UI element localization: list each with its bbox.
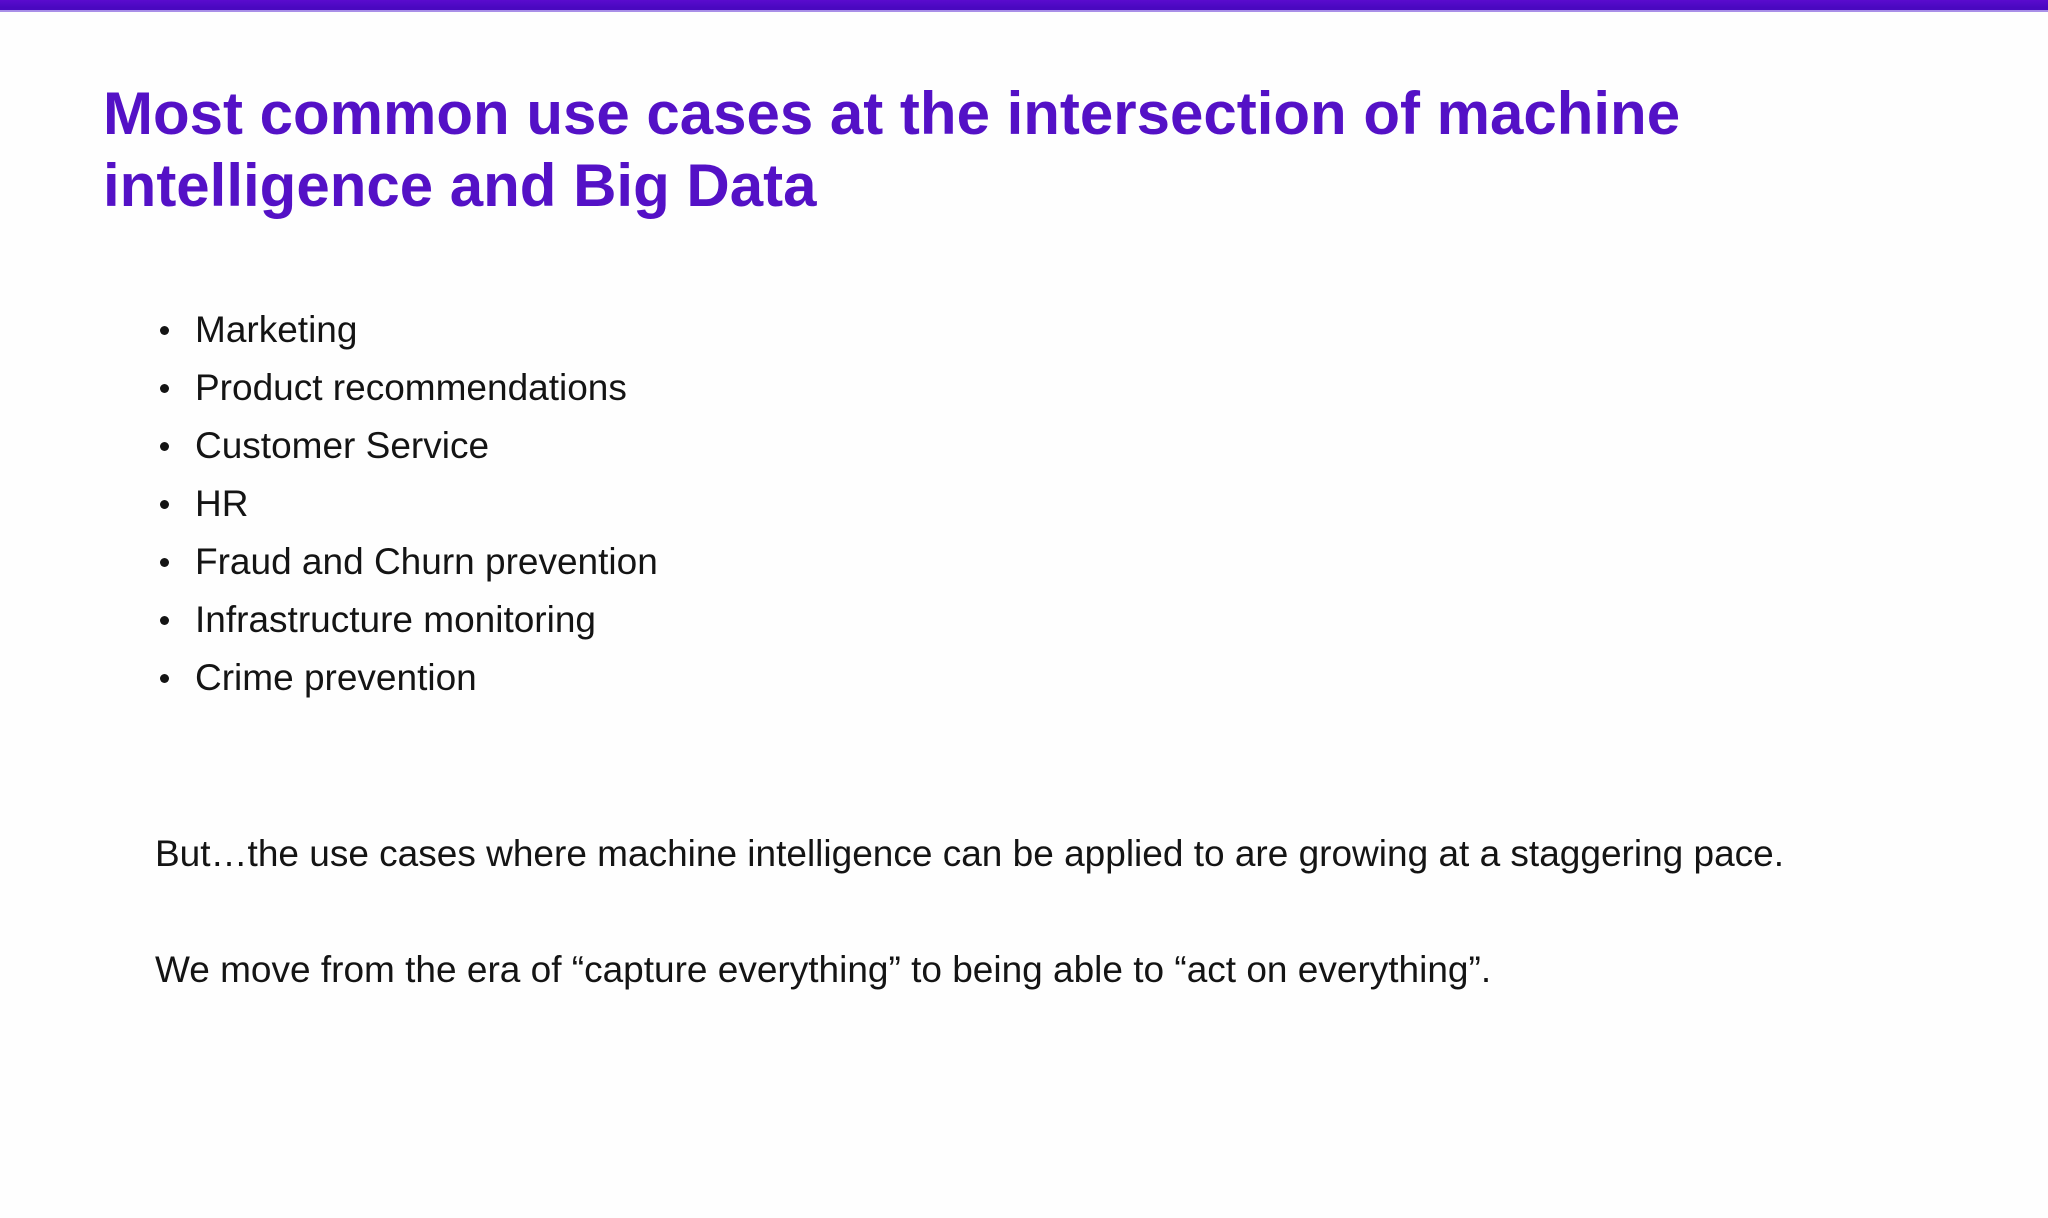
bullet-dot <box>160 441 169 451</box>
body-paragraph-growth: But…the use cases where machine intellig… <box>155 833 1785 874</box>
slide-title: Most common use cases at the intersectio… <box>103 80 1681 219</box>
bullet-item: Fraud and Churn prevention <box>160 533 2048 591</box>
bullet-dot <box>160 615 169 625</box>
bullet-item: HR <box>160 475 2048 533</box>
bullet-list: Marketing Product recommendations Custom… <box>0 301 2048 707</box>
bullet-item: Product recommendations <box>160 359 2048 417</box>
bullet-item-label: Crime prevention <box>195 657 477 698</box>
bullet-item-label: HR <box>195 483 249 524</box>
bullet-item: Customer Service <box>160 417 2048 475</box>
bullet-item-label: Marketing <box>195 309 358 350</box>
bullet-dot <box>160 673 169 683</box>
bullet-item-label: Product recommendations <box>195 367 627 408</box>
body-paragraph-era: We move from the era of “capture everyth… <box>155 949 1492 990</box>
bullet-item: Marketing <box>160 301 2048 359</box>
top-accent-bar <box>0 0 2048 12</box>
bullet-item: Crime prevention <box>160 649 2048 707</box>
bullet-dot <box>160 557 169 567</box>
bullet-item: Infrastructure monitoring <box>160 591 2048 649</box>
bullet-dot <box>160 383 169 393</box>
bullet-item-label: Infrastructure monitoring <box>195 599 597 640</box>
bullet-item-label: Fraud and Churn prevention <box>195 541 658 582</box>
bullet-dot <box>160 499 169 509</box>
bullet-dot <box>160 325 169 335</box>
slide: Most common use cases at the intersectio… <box>0 78 2048 1218</box>
bullet-item-label: Customer Service <box>195 425 490 466</box>
